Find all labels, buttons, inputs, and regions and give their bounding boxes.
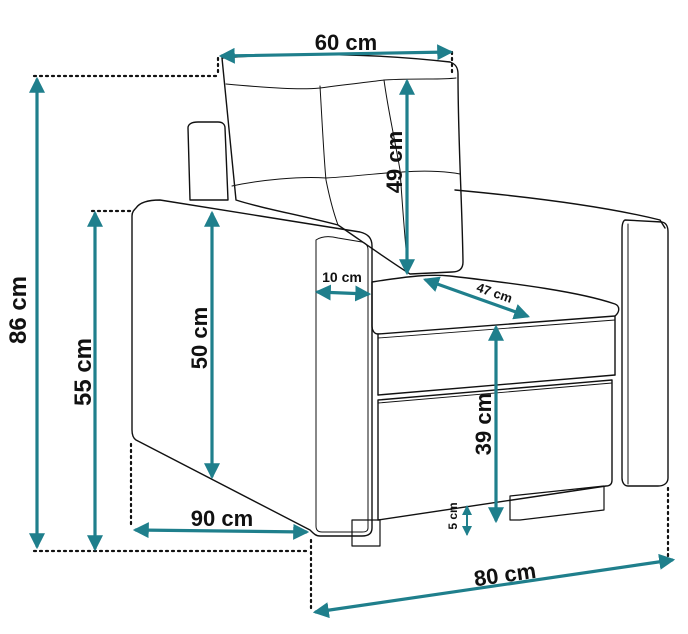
label-arm-width: 10 cm [322,269,362,285]
right-armrest-top [454,189,666,229]
seat-cushion [371,274,620,335]
label-backrest-height: 49 cm [382,131,407,193]
back-cushion [221,53,464,275]
guide-lines [32,50,670,614]
label-width-top: 60 cm [315,30,377,55]
leg-front [351,519,381,547]
label-side-height: 50 cm [187,307,212,369]
label-arm-height: 55 cm [70,338,97,406]
label-total-width: 80 cm [472,558,537,591]
left-back-armrest [187,121,229,201]
arrow-total-width [312,553,676,619]
label-seat-height: 39 cm [471,393,496,455]
label-leg-height: 5 cm [446,502,460,529]
label-total-height: 86 cm [5,276,32,344]
arrow-width-top [218,44,454,64]
arrow-depth [132,522,310,540]
left-armrest [131,199,373,537]
dimension-labels: 60 cm 49 cm 86 cm 55 cm 50 cm 10 cm 47 c… [5,30,538,591]
arrow-arm-width [314,284,372,302]
base-front [377,379,613,521]
arrow-seat-depth [422,276,531,320]
dimension-arrows [29,44,676,619]
right-armrest-front [621,219,669,487]
label-depth: 90 cm [191,506,253,531]
leg-right [509,485,605,521]
